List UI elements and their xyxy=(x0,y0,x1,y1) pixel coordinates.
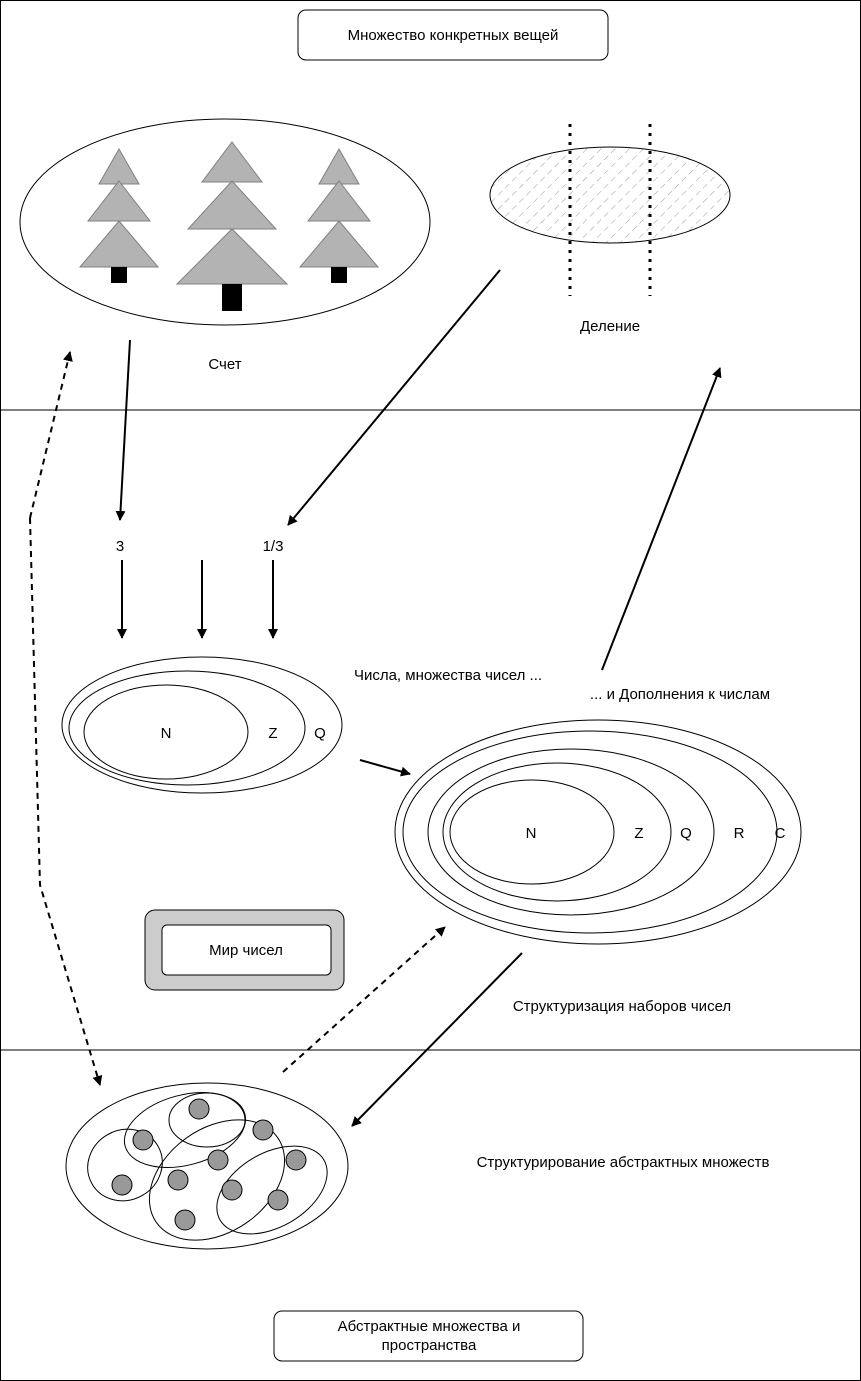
world-of-numbers-label: Мир чисел xyxy=(209,942,283,959)
set-label: N xyxy=(526,825,537,842)
set-label: Z xyxy=(268,725,277,742)
set-label: Q xyxy=(680,825,692,842)
number-one-third: 1/3 xyxy=(263,538,284,555)
arrow-large-to-abstract xyxy=(351,952,523,1127)
counting-label: Счет xyxy=(208,356,241,373)
concrete-things-title: Множество конкретных вещей xyxy=(348,27,559,44)
element-dot xyxy=(111,1174,133,1196)
division-label: Деление xyxy=(580,318,640,335)
arrow-small-to-large xyxy=(359,759,411,777)
large-number-sets: N Z Q R C xyxy=(394,719,802,945)
arrow-complements-to-division xyxy=(601,367,722,671)
set-label: C xyxy=(775,825,786,842)
element-dot xyxy=(221,1179,243,1201)
dashed-arrow-to-counting xyxy=(29,351,73,519)
element-dot xyxy=(207,1149,229,1171)
concrete-things-box: Множество конкретных вещей xyxy=(297,9,609,61)
trees-group xyxy=(19,118,431,326)
arrow-count-to-three xyxy=(115,339,131,521)
element-dot xyxy=(188,1098,210,1120)
element-dot xyxy=(132,1129,154,1151)
abstract-sets xyxy=(65,1082,349,1250)
element-dot xyxy=(174,1209,196,1231)
world-of-numbers-box: Мир чисел xyxy=(144,909,345,991)
set-label: Z xyxy=(634,825,643,842)
structuring-abstract-label: Структурирование абстрактных множеств xyxy=(477,1154,770,1171)
arrow-division-to-third xyxy=(287,269,501,526)
number-three: 3 xyxy=(116,538,124,555)
element-dot xyxy=(267,1189,289,1211)
element-dot xyxy=(167,1169,189,1191)
set-label: N xyxy=(161,725,172,742)
numbers-sets-label: Числа, множества чисел ... xyxy=(354,667,542,684)
tree-icon xyxy=(175,141,289,311)
dashed-arrow-counting-abstract xyxy=(29,517,103,1086)
element-dot xyxy=(252,1119,274,1141)
dashed-arrow-abstract-to-large xyxy=(282,926,446,1073)
complements-label: ... и Дополнения к числам xyxy=(590,686,770,703)
abstract-spaces-title-line1: Абстрактные множества и xyxy=(338,1318,521,1335)
small-number-sets: N Z Q xyxy=(61,656,343,794)
tree-icon xyxy=(298,147,380,283)
set-label: R xyxy=(734,825,745,842)
structuring-numbers-label: Структуризация наборов чисел xyxy=(513,998,731,1015)
set-label: Q xyxy=(314,725,326,742)
division-group xyxy=(489,124,731,296)
hatched-ellipse xyxy=(489,146,731,244)
tree-icon xyxy=(78,147,160,283)
element-dot xyxy=(285,1149,307,1171)
abstract-spaces-title-line2: пространства xyxy=(382,1337,477,1354)
abstract-spaces-box: Абстрактные множества и пространства xyxy=(273,1310,584,1362)
